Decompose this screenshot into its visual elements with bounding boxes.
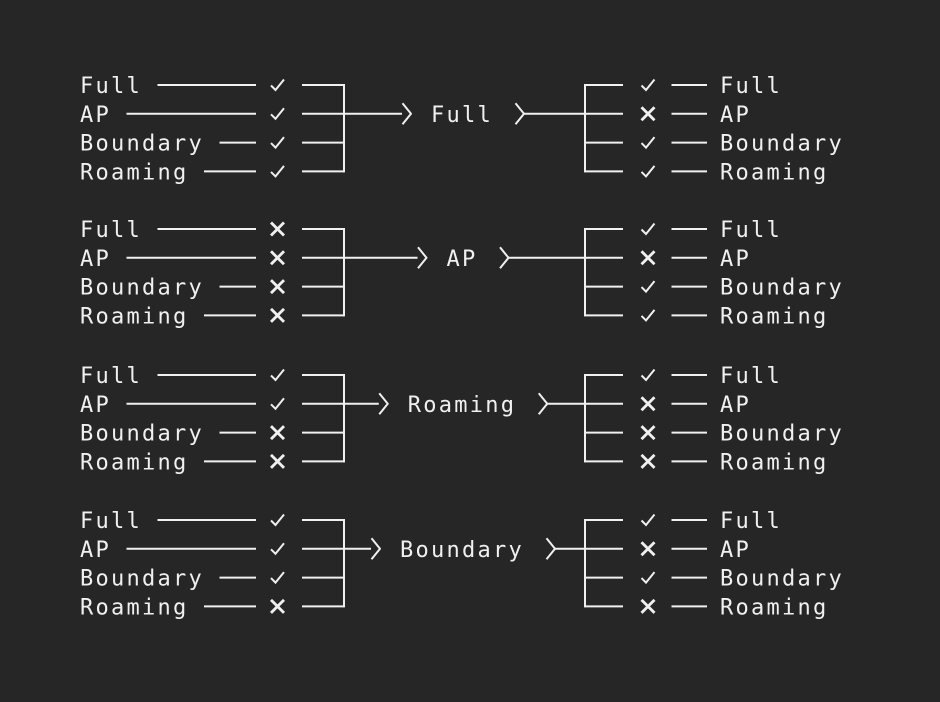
mode-label: AP [720,393,751,418]
state-label: Roaming [408,393,517,418]
mode-label: Roaming [80,160,189,185]
mode-label: Roaming [80,304,189,329]
check-icon [270,78,285,92]
state-label: Full [431,103,493,128]
mode-label: Full [720,364,782,389]
check-icon [640,513,656,527]
mode-label: Full [80,509,142,534]
check-icon [640,368,656,382]
check-icon [640,280,656,294]
check-icon [640,136,656,150]
cross-icon [640,541,656,557]
mode-label: Full [80,74,142,99]
mode-label: AP [80,103,111,128]
arrow-right-icon [370,537,381,560]
mode-label: Full [720,509,782,534]
mode-label: Roaming [720,450,829,475]
mode-label: Boundary [720,132,844,157]
mode-label: Boundary [80,276,204,301]
mode-label: Roaming [720,160,829,185]
state-label: AP [447,247,478,272]
cross-icon [270,453,285,469]
arrow-right-icon [499,246,510,269]
check-icon [640,571,656,585]
check-icon [640,165,656,178]
mode-label: AP [720,103,751,128]
transition-group-roaming: FullAPBoundaryRoamingRoamingFullAPBounda… [80,364,844,475]
check-icon [270,571,285,585]
cross-icon [640,106,656,122]
arrow-right-icon [378,392,389,415]
mode-label: Roaming [720,595,829,620]
check-icon [640,309,656,322]
check-icon [270,107,285,121]
cross-icon [640,396,656,412]
mode-label: Roaming [80,595,189,620]
mode-label: Full [720,218,782,243]
check-icon [270,542,285,556]
arrow-right-icon [514,102,525,125]
mode-label: Boundary [80,132,204,157]
check-icon [640,222,656,236]
cross-icon [640,250,656,266]
cross-icon [270,279,285,295]
check-icon [270,165,285,178]
cross-icon [640,425,656,441]
cross-icon [640,598,656,614]
state-label: Boundary [400,538,524,563]
mode-label: AP [720,538,751,563]
mode-label: Full [720,74,782,99]
mode-label: Roaming [720,304,829,329]
cross-icon [640,453,656,469]
arrow-right-icon [537,392,549,415]
cross-icon [270,221,285,237]
mode-label: Full [80,218,142,243]
mode-label: Boundary [720,567,844,592]
mode-label: AP [80,538,111,563]
check-icon [270,368,285,382]
mode-label: Boundary [80,422,204,447]
mode-label: AP [80,393,111,418]
arrow-right-icon [417,246,428,269]
arrow-right-icon [545,537,556,560]
cross-icon [270,250,285,266]
mode-label: AP [720,247,751,272]
check-icon [270,397,285,411]
cross-icon [270,425,285,441]
mode-label: Boundary [720,276,844,301]
check-icon [270,136,285,150]
transition-group-full: FullAPBoundaryRoamingFullFullAPBoundaryR… [80,74,844,185]
cross-icon [270,598,285,614]
mode-label: Boundary [80,567,204,592]
mode-label: Boundary [720,422,844,447]
mode-label: Full [80,364,142,389]
check-icon [640,78,656,92]
mode-label: Roaming [80,450,189,475]
cross-icon [270,307,285,323]
check-icon [270,513,285,527]
mode-label: AP [80,247,111,272]
arrow-right-icon [401,102,412,125]
